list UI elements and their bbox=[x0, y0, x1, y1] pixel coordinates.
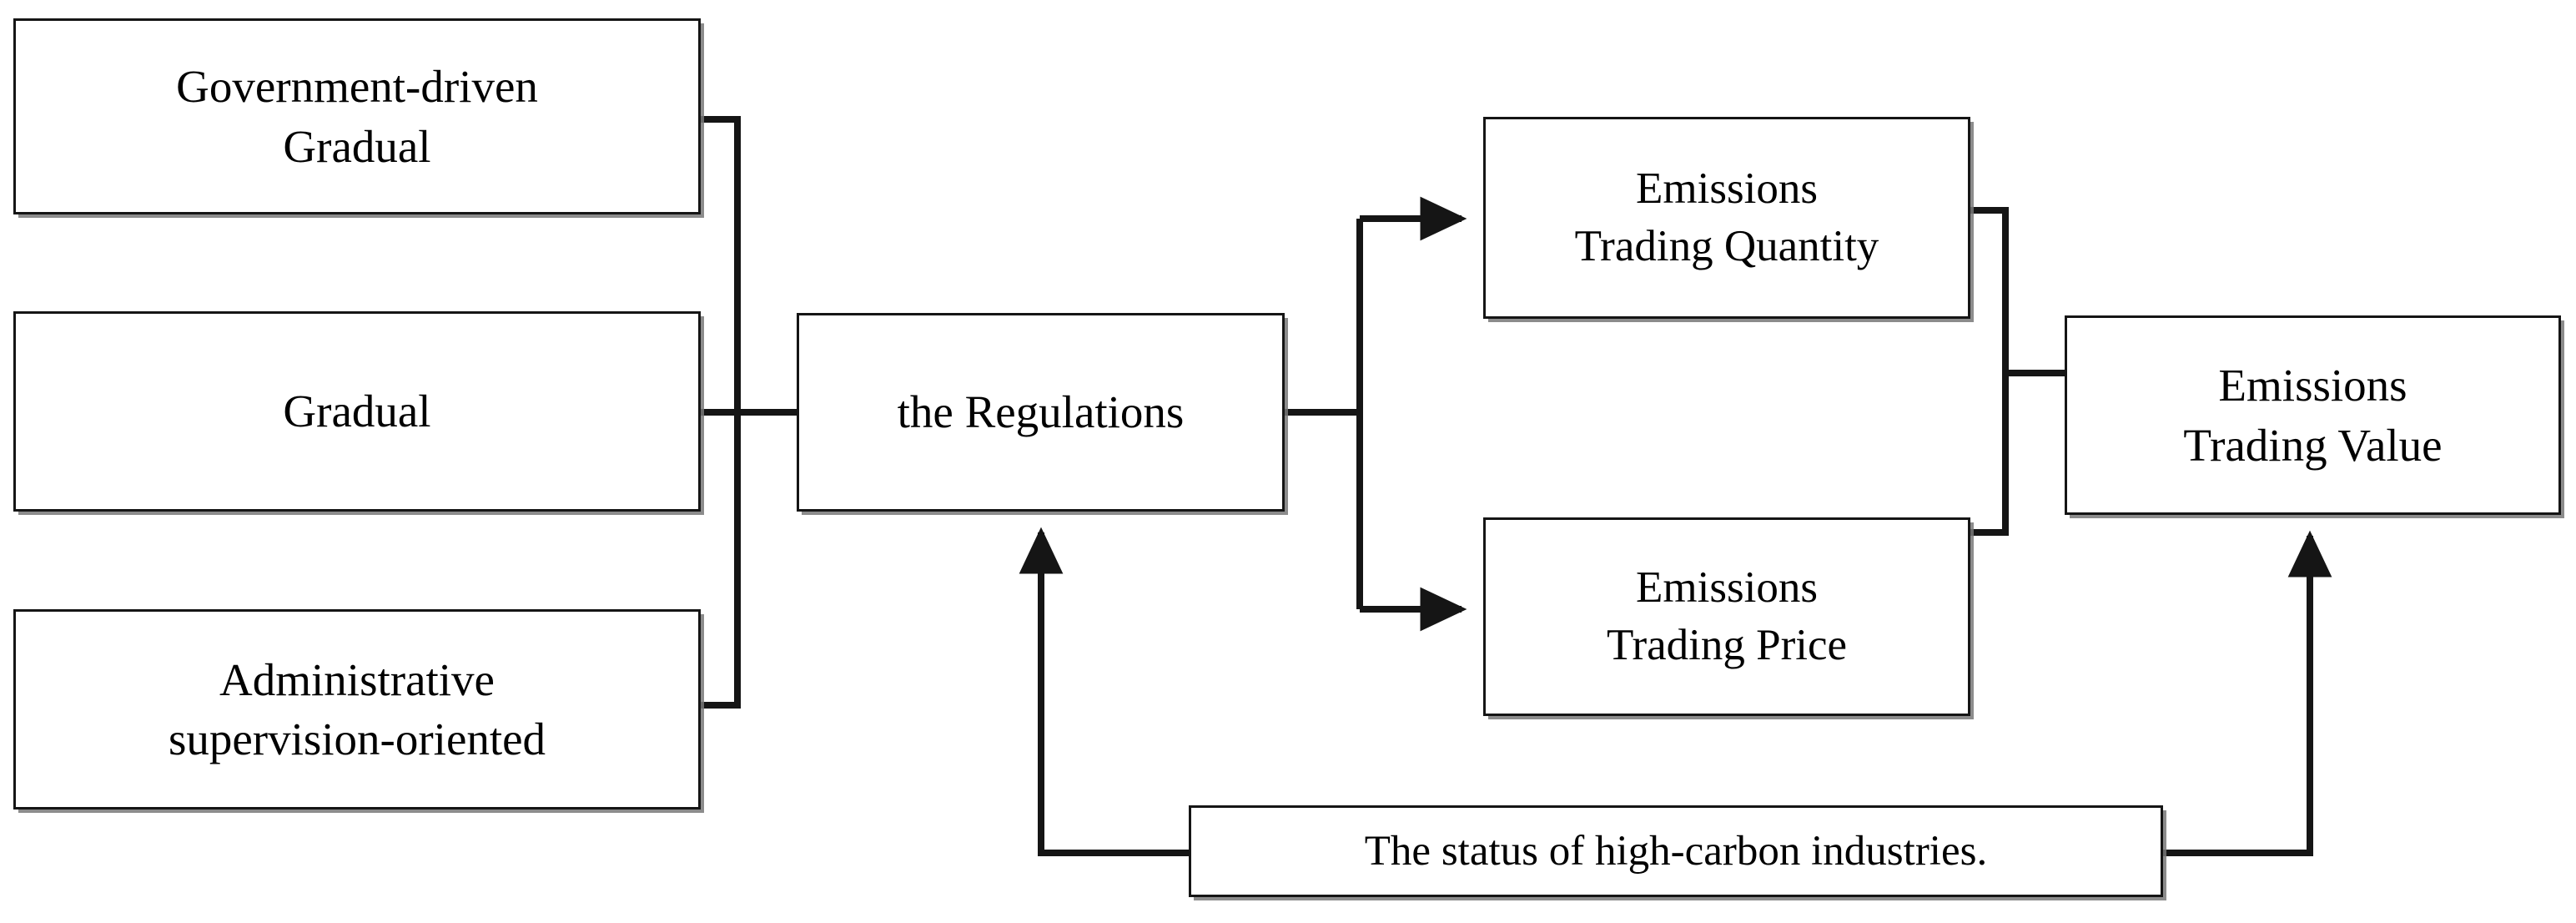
edge-price-to-collectbus bbox=[1970, 373, 2009, 536]
node-label: The status of high-carbon industries. bbox=[1364, 827, 1988, 875]
node-label: the Regulations bbox=[897, 386, 1185, 438]
edge-status-to-regulations bbox=[1019, 527, 1189, 856]
edge-admin-to-bus bbox=[701, 412, 741, 709]
node-emissions-trading-quantity[interactable]: Emissions Trading Quantity bbox=[1483, 117, 1970, 319]
node-administrative-supervision-oriented[interactable]: Administrative supervision-oriented bbox=[13, 609, 701, 810]
node-the-regulations[interactable]: the Regulations bbox=[797, 313, 1285, 512]
node-emissions-trading-price[interactable]: Emissions Trading Price bbox=[1483, 517, 1970, 716]
node-label: Emissions Trading Price bbox=[1606, 563, 1848, 669]
node-emissions-trading-value[interactable]: Emissions Trading Value bbox=[2065, 315, 2561, 515]
edge-gov-to-bus bbox=[701, 116, 741, 412]
node-label: Government-driven Gradual bbox=[176, 61, 538, 172]
edge-quantity-to-collectbus bbox=[1970, 207, 2009, 373]
node-government-driven-gradual[interactable]: Government-driven Gradual bbox=[13, 18, 701, 214]
edge-status-to-emissions-trading-value bbox=[2163, 530, 2332, 856]
node-label: Emissions Trading Value bbox=[2183, 360, 2443, 471]
node-label: Administrative supervision-oriented bbox=[168, 653, 546, 765]
node-gradual[interactable]: Gradual bbox=[13, 311, 701, 512]
node-label: Emissions Trading Quantity bbox=[1574, 164, 1879, 270]
node-status-of-high-carbon-industries[interactable]: The status of high-carbon industries. bbox=[1189, 805, 2163, 897]
node-label: Gradual bbox=[283, 386, 431, 437]
